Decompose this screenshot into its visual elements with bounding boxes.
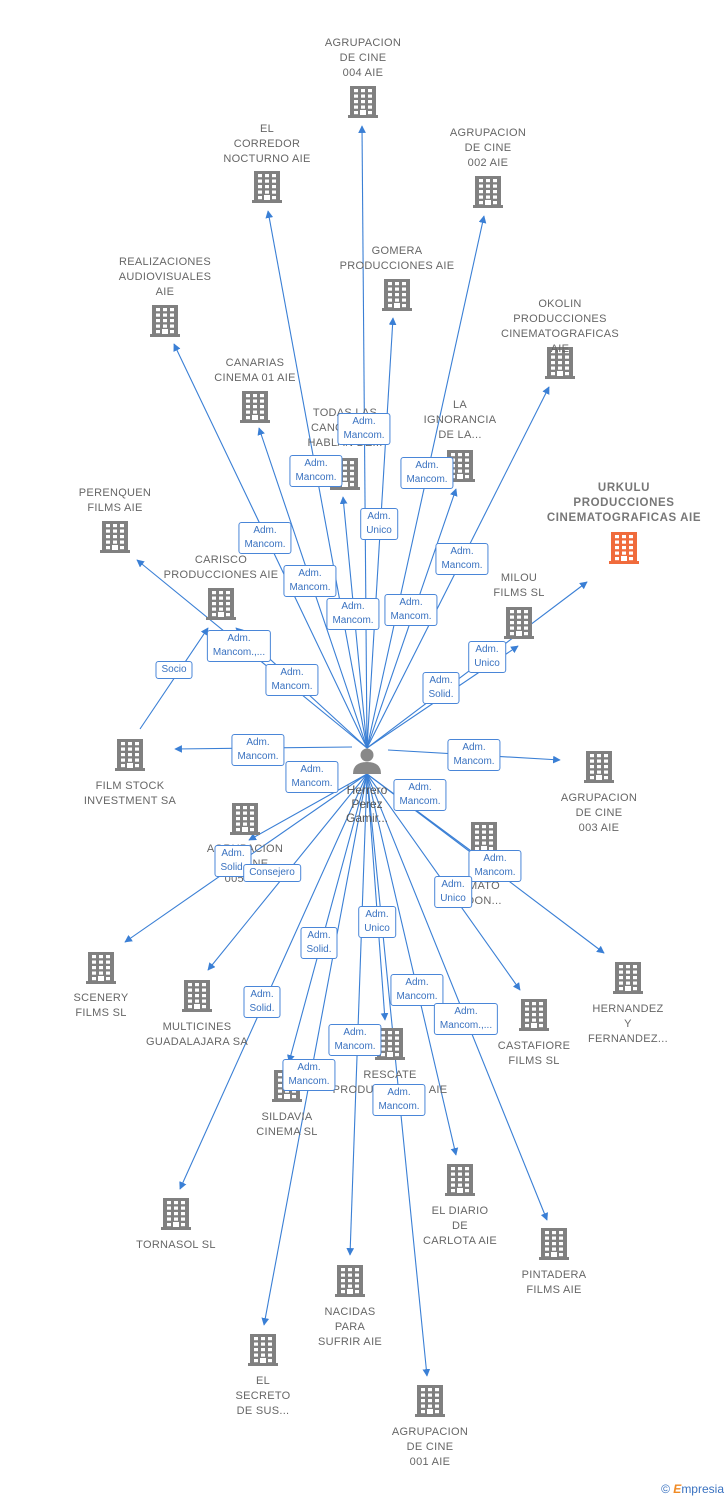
building-icon-agr005 [230,803,260,835]
role-tag-corredor[interactable]: Adm.Mancom. [289,455,343,487]
building-icon-agr004 [348,86,378,118]
edge-person-secreto [261,773,368,1326]
role-tag-scenery[interactable]: Adm.Solid. [214,845,252,877]
role-tag-milou[interactable]: Adm.Solid. [422,672,460,704]
building-icon-corredor [252,171,282,203]
building-icon-realiz [150,305,180,337]
building-icon-okolin [545,347,575,379]
role-tag-nacidas[interactable]: Adm.Mancom. [328,1024,382,1056]
brand-initial: E [673,1482,682,1496]
role-tag-rescate[interactable]: Adm.Unico [358,906,396,938]
nodes-layer [86,86,643,1417]
role-tag-okolin[interactable]: Adm.Mancom. [435,543,489,575]
building-icon-scenery [86,952,116,984]
building-icon-filmstock [115,739,145,771]
building-icon-nacidas [335,1265,365,1297]
building-icon-castafiore [519,999,549,1031]
role-tag-agr004[interactable]: Adm.Mancom. [337,413,391,445]
building-icon-agr003 [584,751,614,783]
role-tag-tornasol[interactable]: Adm.Solid. [243,986,281,1018]
role-tag-diario[interactable]: Adm.Mancom. [390,974,444,1006]
role-tag-multicines[interactable]: Consejero [243,864,301,882]
building-icon-pintadera [539,1228,569,1260]
role-tag-filmstock[interactable]: Adm.Mancom. [231,734,285,766]
brand-name: mpresia [681,1482,724,1496]
building-icon-secreto [248,1334,278,1366]
building-icon-urkulu [609,532,639,564]
building-icon-milou [504,607,534,639]
role-tag-sildavia[interactable]: Adm.Solid. [300,927,338,959]
role-tag-agr005[interactable]: Adm.Mancom. [285,761,339,793]
role-tag-realiz[interactable]: Adm.Mancom. [238,522,292,554]
role-tag-carisco[interactable]: Socio [155,661,193,679]
building-icon-diario [445,1164,475,1196]
role-tag-carisco[interactable]: Adm.Mancom.,... [206,630,272,662]
role-tag-todas[interactable]: Adm.Mancom. [326,598,380,630]
role-tag-canarias[interactable]: Adm.Mancom. [283,565,337,597]
building-icon-tornasol [161,1198,191,1230]
edge-person-pintadera [366,773,548,1221]
role-tag-agr002[interactable]: Adm.Mancom. [400,457,454,489]
role-tag-agr003[interactable]: Adm.Mancom. [447,739,501,771]
building-icon-canarias [240,391,270,423]
role-tag-agr001[interactable]: Adm.Mancom. [372,1084,426,1116]
building-icon-elmato [469,822,499,854]
building-icon-hernandez [613,962,643,994]
role-tag-ignorancia[interactable]: Adm.Mancom. [384,594,438,626]
building-icon-agr002 [473,176,503,208]
role-tag-perenquen[interactable]: Adm.Mancom. [265,664,319,696]
role-tag-pintadera[interactable]: Adm.Mancom.,... [433,1003,499,1035]
edge-person-agr001 [366,773,431,1377]
edge-person-diario [366,773,459,1156]
building-icon-multicines [182,980,212,1012]
role-tag-secreto[interactable]: Adm.Mancom. [282,1059,336,1091]
person-icon [353,748,381,774]
edge-person-sildavia [287,773,368,1063]
building-icon-perenquen [100,521,130,553]
role-tag-elmato[interactable]: Adm.Mancom. [393,779,447,811]
edge-person-tornasol [179,773,368,1190]
building-icon-agr001 [415,1385,445,1417]
copyright-symbol: © [661,1482,670,1496]
building-icon-carisco [206,588,236,620]
edge-person-agr005 [248,773,368,841]
role-tag-hernandez[interactable]: Adm.Mancom. [468,850,522,882]
building-icon-gomera [382,279,412,311]
node-label-tornasol[interactable]: TORNASOL SL [136,1239,216,1251]
edge-person-rescate [366,773,389,1021]
role-tag-castafiore[interactable]: Adm.Unico [434,876,472,908]
role-tag-gomera[interactable]: Adm.Unico [360,508,398,540]
role-tag-urkulu[interactable]: Adm.Unico [468,641,506,673]
edge-person-nacidas [346,773,368,1256]
empresia-brand[interactable]: © Empresia [661,1482,724,1496]
